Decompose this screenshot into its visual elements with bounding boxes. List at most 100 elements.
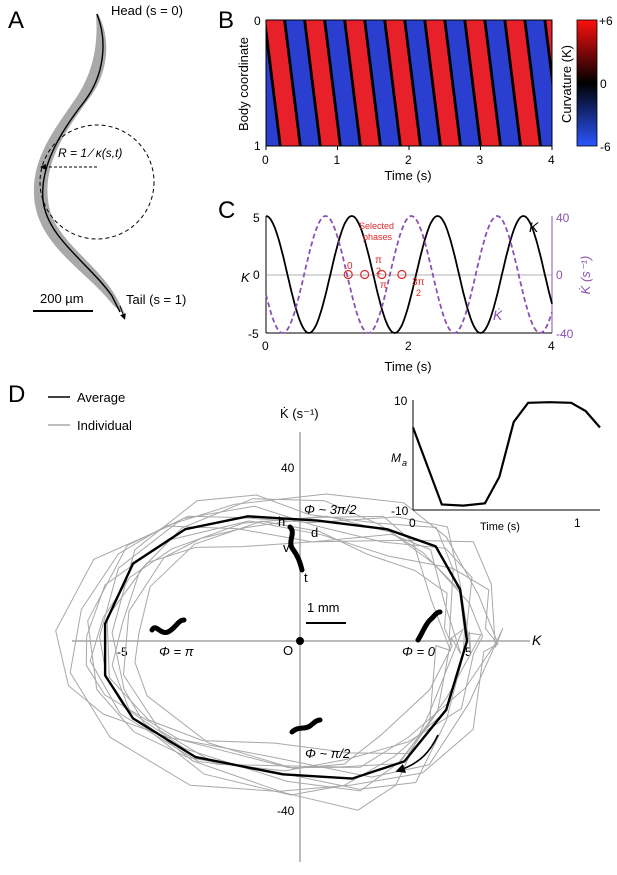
c-xtick-2: 2 (405, 339, 412, 353)
heatmap-band (306, 20, 339, 146)
heatmap-band (386, 20, 420, 146)
phase-0-label: Φ = 0 (402, 644, 436, 659)
individual-trajectory (122, 515, 452, 768)
heatmap-ytick-0: 0 (254, 14, 261, 28)
heatmap-band (546, 20, 552, 66)
panel-d: D Average Individual K̇ (s⁻¹) K 40 -40 -… (8, 381, 601, 862)
heatmap-band (286, 20, 319, 146)
d-ylabel: K̇ (s⁻¹) (280, 406, 319, 421)
scalebar-a-label: 200 µm (40, 291, 84, 306)
heatmap-band (466, 20, 500, 146)
phase-pi2-label: Φ ~ π/2 (305, 746, 351, 761)
panel-a: A R = 1 ⁄ κ(s,t) Head (s = 0) Tail (s = … (8, 3, 186, 320)
worm-label-ventral: v (283, 540, 290, 555)
worm-midline (41, 13, 121, 313)
phase-marker (377, 269, 387, 280)
heatmap-band (406, 20, 440, 146)
phase-label-pi2: π (375, 255, 382, 266)
individual-trajectory (134, 520, 453, 770)
d-xtick-5: 5 (465, 645, 472, 659)
worm-posture-left (149, 617, 187, 635)
heatmap-ylabel: Body coordinate (236, 37, 251, 131)
colorbar-tick-mid: 0 (600, 77, 607, 91)
radius-label: R = 1 ⁄ κ(s,t) (58, 146, 122, 160)
d-xtick-m5: -5 (117, 645, 128, 659)
heatmap-band (526, 20, 552, 146)
worm-posture-top (287, 524, 305, 573)
phase-label-3pi2: 3π (412, 277, 425, 288)
c-xtick-4: 4 (548, 339, 555, 353)
c-xtick-0: 0 (262, 339, 269, 353)
individual-trajectory (87, 515, 472, 790)
heatmap-xtick-label: 3 (477, 153, 484, 167)
c-series-k-label: K (529, 219, 539, 235)
worm-label-tail: t (304, 570, 308, 585)
phase-marker (360, 269, 370, 280)
colorbar-label: Curvature (K) (559, 45, 574, 123)
heatmap-bands (266, 20, 552, 146)
legend-individual-label: Individual (77, 418, 132, 433)
heatmap-xtick-label: 1 (334, 153, 341, 167)
selected-label-2: phases (363, 232, 393, 242)
heatmap-xtick-label: 4 (548, 153, 555, 167)
c-ylabel-left: K (241, 270, 251, 285)
phase-label-0: 0 (347, 261, 353, 272)
worm-posture-bottom (289, 717, 323, 735)
phase-marker (343, 269, 353, 280)
phase-label-pi: π (380, 280, 387, 291)
worm-body (33, 14, 127, 316)
panel-c: C Selected phases 0 π 2 π 3π 2 5 0 -5 K … (218, 197, 593, 374)
colorbar (576, 19, 598, 147)
phase-denom-3pi2: 2 (416, 288, 421, 298)
colorbar-tick-bottom: -6 (600, 140, 611, 154)
origin-label: O (283, 643, 293, 658)
panel-a-letter: A (8, 7, 24, 34)
origin-dot (296, 637, 304, 645)
inset-xtick-0: 0 (409, 516, 416, 530)
tail-arrow (119, 305, 126, 320)
inset-ma-line (411, 401, 601, 507)
c-rtick-40: 40 (556, 211, 570, 225)
d-ytick-m40: -40 (277, 804, 295, 818)
worm-label-head: h (278, 514, 285, 529)
c-rtick-0: 0 (556, 268, 563, 282)
scalebar-d-label: 1 mm (307, 600, 340, 615)
panel-c-letter: C (218, 197, 235, 224)
heatmap-ytick-1: 1 (254, 139, 261, 153)
heatmap-band (486, 20, 520, 146)
selected-phase-markers (343, 269, 407, 280)
d-ytick-40: 40 (281, 461, 295, 475)
selected-label-1: Selected (359, 221, 394, 231)
legend-average-label: Average (77, 390, 125, 405)
inset-xtick-1: 1 (574, 516, 581, 530)
heatmap-band (266, 20, 299, 146)
inset-ylabel-sub: a (402, 458, 407, 468)
series-kdot-line (265, 215, 553, 334)
inset-xlabel: Time (s) (480, 521, 520, 533)
c-ylabel-right: K̇ (s⁻¹) (578, 256, 593, 295)
phase-pi-label: Φ = π (159, 644, 194, 659)
heatmap-xtick-label: 2 (405, 153, 412, 167)
heatmap-band (506, 20, 540, 146)
heatmap-band (266, 42, 279, 146)
c-series-kdot-label: K̇ (493, 307, 503, 323)
c-ytick-0: 0 (253, 268, 260, 282)
panel-b-letter: B (218, 7, 234, 34)
series-k-line (265, 215, 553, 334)
heatmap-band (426, 20, 460, 146)
worm-label-dorsal: d (311, 525, 318, 540)
heatmap-band (366, 20, 399, 146)
heatmap-band (326, 20, 359, 146)
inset-ylabel: M (391, 451, 401, 465)
curvature-circle (39, 124, 155, 240)
c-ytick-5: 5 (253, 211, 260, 225)
inset-ytick-10: 10 (394, 394, 408, 408)
direction-arrow (395, 734, 439, 773)
phase-marker (397, 269, 407, 280)
c-rtick-m40: -40 (556, 327, 574, 341)
colorbar-tick-top: +6 (599, 14, 613, 28)
individual-trajectory (99, 505, 482, 792)
